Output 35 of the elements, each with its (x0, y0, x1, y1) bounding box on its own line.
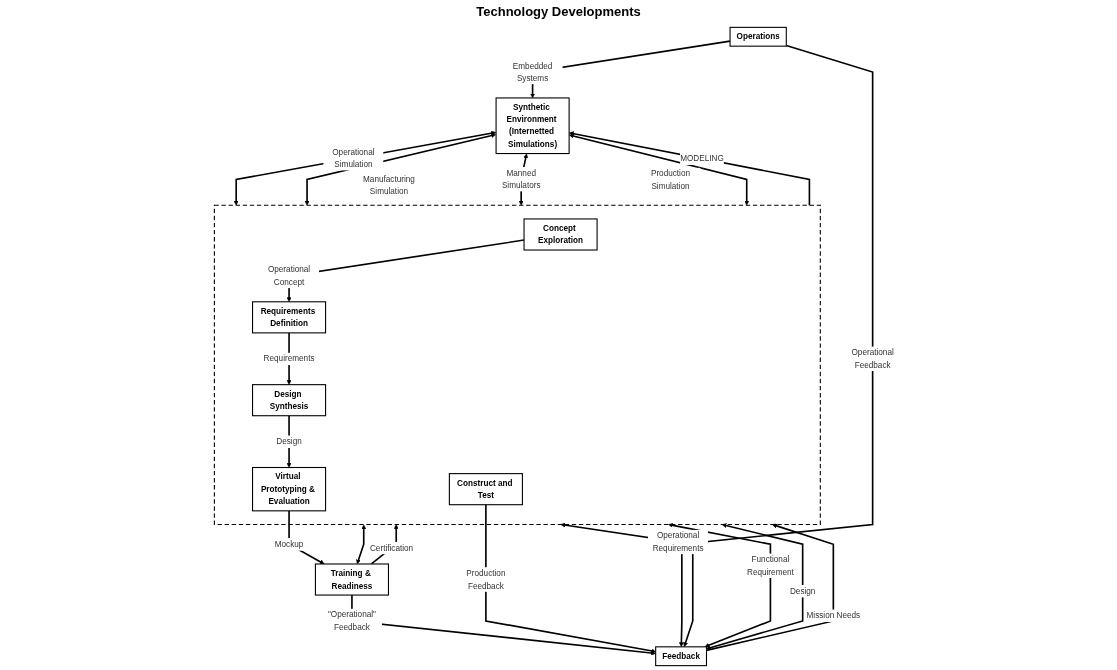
edge-label: Operational Simulation (332, 147, 375, 169)
edge-label: Design (789, 586, 816, 596)
node-box: Training & Readiness (314, 563, 389, 596)
edge-label: Mockup (274, 539, 304, 549)
arrow (569, 133, 750, 206)
edge-label: Manufacturing Simulation (363, 174, 415, 196)
node-box: Virtual Prototyping & Evaluation (252, 466, 327, 512)
cluster (213, 204, 821, 525)
node-box: Synthetic Environment (Internetted Simulations) (495, 97, 570, 155)
arrow (679, 44, 874, 648)
edge-label: MODELING (680, 153, 724, 163)
node-box: Feedback (655, 646, 707, 667)
node-box: Design Synthesis (252, 384, 327, 417)
note-text: Technology Developments (476, 4, 641, 19)
node-box: Requirements Definition (252, 301, 327, 334)
arrow (706, 523, 804, 650)
edge-label: Operational Requirements (652, 530, 704, 553)
edge-label: Manned Simulators (501, 167, 541, 190)
node-box: Operations (729, 26, 787, 47)
arrow (233, 130, 497, 206)
edge-label: Certification (369, 542, 414, 553)
edge-label: Operational Feedback (851, 347, 894, 370)
edge-label: Operational Concept (267, 264, 311, 287)
edge-label: Embedded Systems (512, 60, 553, 83)
edge-label: Requirements (263, 353, 315, 363)
arrow (356, 524, 367, 565)
edge-label: Production Feedback (466, 568, 506, 590)
node-box: Concept Exploration (523, 218, 598, 251)
edge-label: Production Simulation (650, 168, 691, 191)
arrow (485, 503, 656, 654)
edge-label: Mission Needs (806, 610, 861, 620)
edge-label: Design (276, 436, 302, 446)
edge-label: "Operational" Feedback (327, 609, 376, 632)
edge-label: Functional Requirement (747, 554, 794, 577)
node-box: Construct and Test (448, 473, 523, 506)
